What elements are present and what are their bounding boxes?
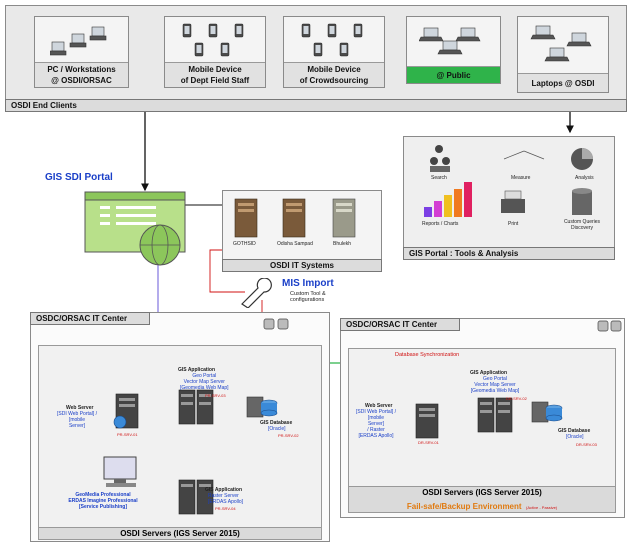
- portal-title: GIS SDI Portal: [45, 172, 113, 183]
- tool-reports-label: Reports / Charts: [422, 221, 459, 227]
- workstation-icon: [103, 456, 137, 487]
- rack-icon: [597, 320, 622, 332]
- reports-charts-icon: [424, 182, 472, 217]
- client-label: Mobile Device of Crowdsourcing: [284, 62, 384, 87]
- mobile-device-icon: [301, 23, 363, 57]
- primary-footer: OSDI Servers (IGS Server 2015): [39, 527, 321, 539]
- client-label: @ Public: [407, 66, 500, 83]
- backup-gis-app-detail: Geo Portal Vector Map Server [Geomedia W…: [470, 376, 520, 394]
- primary-workstation-detail: GeoMedia Professional ERDAS Imagine Prof…: [68, 492, 138, 510]
- tool-print-label: Print: [508, 221, 519, 227]
- gis-app-server-icon: [178, 389, 214, 425]
- mis-import-link: [209, 249, 245, 293]
- primary-raster-detail: Raster Server [ERDAS Apollo]: [208, 493, 244, 505]
- mis-title: MIS Import: [282, 278, 334, 289]
- primary-gis-app-detail: Geo Portal Vector Map Server [Geomedia W…: [180, 373, 229, 391]
- tools-title: GIS Portal : Tools & Analysis: [403, 247, 615, 260]
- backup-center-title: OSDC/ORSAC IT Center: [340, 318, 460, 331]
- backup-footer2: Fail-safe/Backup Environment: [406, 502, 522, 511]
- backup-db-label: GIS Database: [558, 428, 591, 434]
- backup-footer2-line: Fail-safe/Backup Environment (Active - P…: [349, 499, 615, 514]
- server-icon: [332, 198, 356, 238]
- primary-web-server-ip: PR-SRV-01: [117, 432, 138, 437]
- gis-app-server-icon: [477, 397, 513, 433]
- tool-analysis-label: Analysis: [575, 175, 594, 181]
- measure-icon: [503, 150, 545, 160]
- raster-server-icon: [178, 479, 214, 515]
- search-icon: [430, 145, 450, 172]
- primary-raster-ip: PR-SRV-04: [215, 506, 236, 511]
- backup-gis-app-ip: DR-SRV-02: [506, 396, 527, 401]
- server-label: Bhulekh: [333, 241, 352, 247]
- backup-footer2-note: (Active - Passive): [526, 505, 558, 510]
- backup-db-detail: [Oracle]: [566, 434, 584, 440]
- backup-gis-app-label: GIS Application: [470, 370, 508, 376]
- server-label: Odisha Sampad: [277, 241, 313, 247]
- mobile-device-icon: [182, 23, 244, 57]
- rack-icon: [263, 318, 289, 330]
- tool-search-label: Search: [431, 175, 447, 181]
- database-icon: [531, 401, 563, 423]
- backup-web-server-detail: [SDI Web Portal] / [mobile Server] / Ras…: [356, 409, 396, 439]
- server-icon: [234, 198, 258, 238]
- sync-label: Database Synchronization: [395, 352, 460, 358]
- workstation-icon: [50, 26, 107, 56]
- tool-custom-queries-label: Custom Queries Discovery: [563, 219, 601, 231]
- laptop-icon: [530, 25, 592, 62]
- backup-footer: OSDI Servers (IGS Server 2015): [422, 488, 542, 497]
- server-icon: [282, 198, 306, 238]
- server-label: GOTHSID: [233, 241, 256, 247]
- primary-db-label: GIS Database: [260, 420, 293, 426]
- print-icon: [501, 190, 525, 213]
- primary-db-detail: [Oracle]: [268, 426, 286, 432]
- primary-db-ip: PR-SRV-02: [278, 433, 299, 438]
- database-icon: [246, 396, 278, 418]
- tool-measure-label: Measure: [511, 175, 531, 181]
- backup-web-server-label: Web Server: [365, 403, 393, 409]
- wrench-icon: [241, 278, 272, 308]
- it-systems-panel: GOTHSID Odisha Sampad Bhulekh OSDI IT Sy…: [222, 190, 382, 272]
- client-pc-workstations: PC / Workstations @ OSDI/ORSAC: [34, 16, 129, 88]
- backup-db-ip: DR-SRV-03: [576, 442, 597, 447]
- client-mobile-crowdsourcing: Mobile Device of Crowdsourcing: [283, 16, 385, 88]
- laptop-icon: [419, 27, 481, 55]
- primary-gis-app-ip: PR-SRV-03: [205, 393, 226, 398]
- web-server-icon: [113, 393, 139, 429]
- primary-web-server-label: Web Server: [66, 405, 94, 411]
- backup-footer-area: OSDI Servers (IGS Server 2015) Fail-safe…: [349, 486, 615, 512]
- client-label: PC / Workstations @ OSDI/ORSAC: [35, 62, 128, 87]
- custom-queries-icon: [572, 188, 592, 215]
- mis-subtitle: Custom Tool & configurations: [290, 291, 326, 303]
- client-label: Laptops @ OSDI: [518, 73, 608, 92]
- client-public: @ Public: [406, 16, 501, 84]
- backup-web-server-ip: DR-SRV-01: [418, 440, 439, 445]
- it-systems-title: OSDI IT Systems: [222, 259, 382, 272]
- portal-icon: [84, 191, 186, 266]
- tools-panel: Search Measure Analysis Reports / Charts…: [403, 136, 615, 260]
- end-clients-title: OSDI End Clients: [5, 99, 627, 112]
- client-laptops-osdi: Laptops @ OSDI: [517, 16, 609, 93]
- primary-gis-app-label: GIS Application: [178, 367, 216, 373]
- web-server-icon: [415, 403, 439, 439]
- analysis-icon: [571, 148, 593, 170]
- primary-raster-label: GIS Application: [205, 487, 243, 493]
- client-label: Mobile Device of Dept Field Staff: [165, 62, 265, 87]
- client-mobile-field-staff: Mobile Device of Dept Field Staff: [164, 16, 266, 88]
- primary-web-server-detail: [SDI Web Portal] / [mobile Server]: [57, 411, 97, 429]
- primary-center-title: OSDC/ORSAC IT Center: [30, 312, 150, 325]
